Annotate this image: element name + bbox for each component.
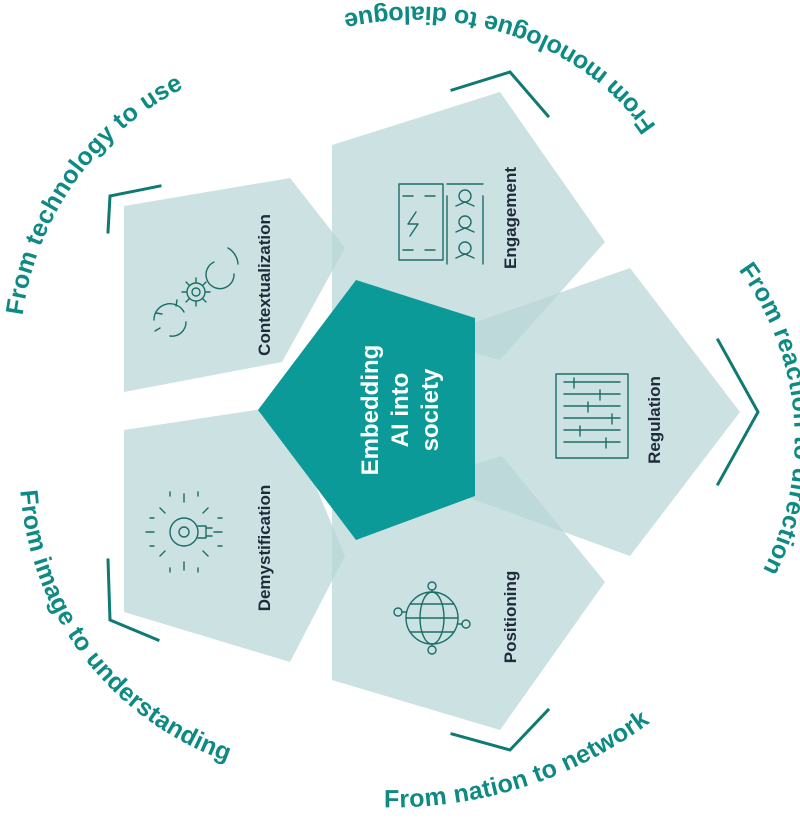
- center-line-3: society: [417, 368, 444, 451]
- bracket-top: [450, 70, 551, 119]
- label-demystification: Demystification: [255, 485, 274, 612]
- stage-audience-icon: [398, 183, 484, 265]
- label-positioning: Positioning: [501, 571, 520, 664]
- bracket-left-bottom: [106, 558, 160, 642]
- label-contextualization: Contextualization: [255, 214, 274, 356]
- outer-label-bottom: From nation to network: [384, 705, 654, 814]
- sliders-panel-icon: [555, 373, 629, 459]
- lightbulb-icon: [145, 491, 223, 573]
- gears-icon: [153, 247, 239, 337]
- label-engagement: Engagement: [501, 167, 520, 269]
- label-regulation: Regulation: [645, 376, 664, 464]
- pentagon-positioning: [332, 456, 605, 730]
- pentagon-contextualization: [124, 178, 345, 392]
- pentagon-demystification: [124, 406, 345, 662]
- center-pentagon: [258, 280, 475, 540]
- center-line-2: AI into: [387, 373, 414, 448]
- bracket-right: [715, 337, 760, 487]
- center-line-1: Embedding: [357, 345, 384, 476]
- outer-label-right: From reaction to direction: [734, 257, 800, 580]
- globe-network-icon: [393, 581, 471, 655]
- bracket-left-top: [106, 184, 162, 234]
- bracket-bottom: [450, 707, 551, 752]
